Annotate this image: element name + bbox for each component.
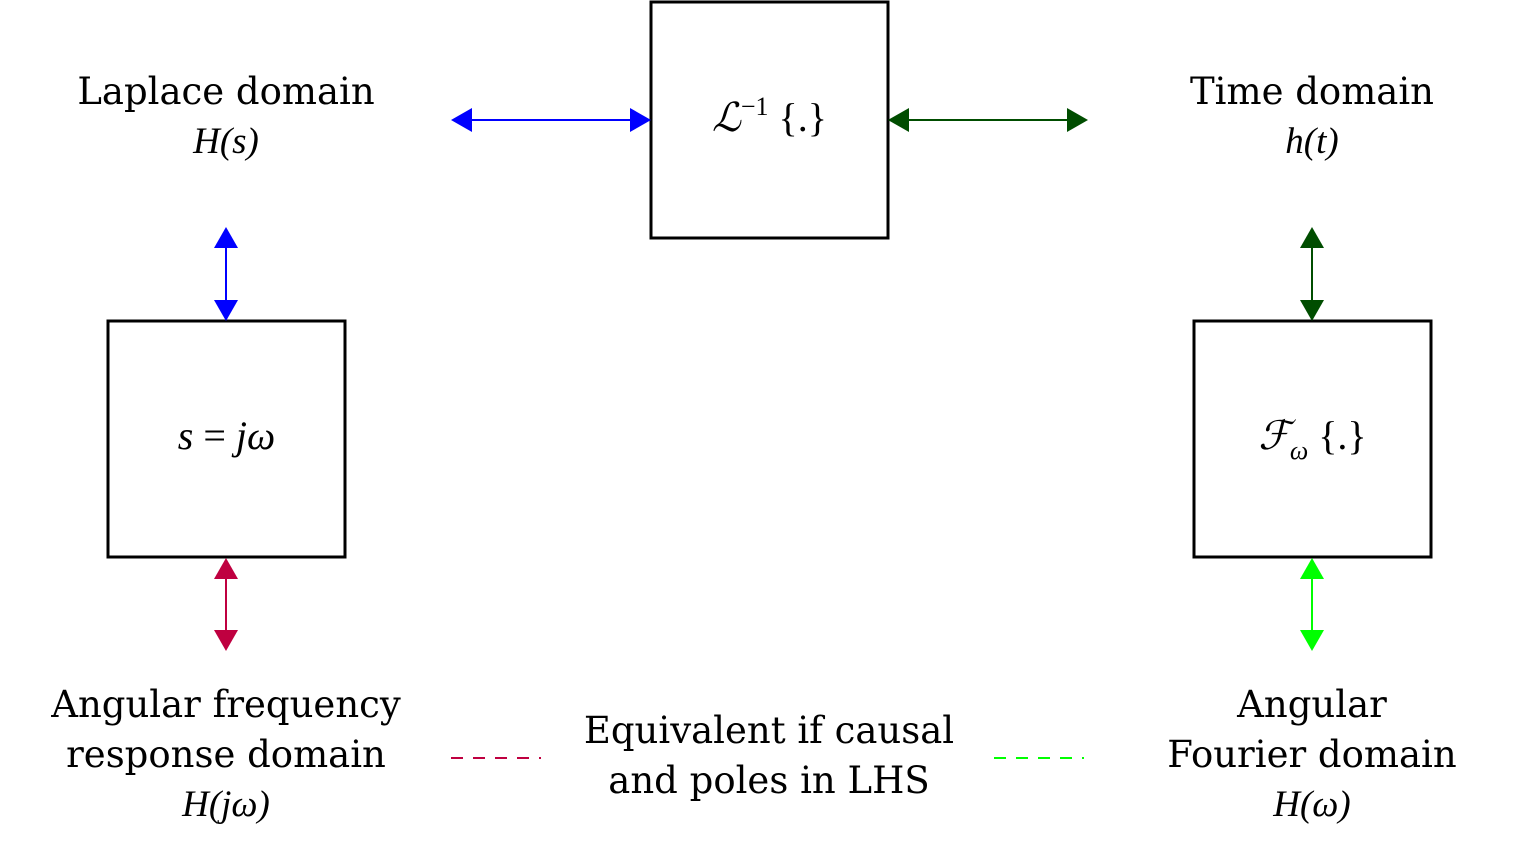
substitution-rhs: jω <box>235 413 276 458</box>
laplace-domain-label: Laplace domain H(s) <box>26 67 426 167</box>
fourier-transform-box <box>1192 319 1433 559</box>
inverse-laplace-operator: ℒ−1 {.} <box>651 92 888 141</box>
frequency-domain-label: Angular frequency response domain H(jω) <box>6 680 446 830</box>
laplace-domain-symbol: H(s) <box>193 121 259 162</box>
equivalence-line1: Equivalent if causal <box>583 709 955 752</box>
substitution-box <box>106 319 347 559</box>
frequency-domain-line2: response domain <box>66 733 386 776</box>
substitution-expression: s = jω <box>108 412 345 459</box>
laplace-script-letter: ℒ <box>712 95 741 140</box>
time-domain-label: Time domain h(t) <box>1112 67 1512 167</box>
fourier-domain-label: Angular Fourier domain H(ω) <box>1092 680 1532 830</box>
equivalence-line2: and poles in LHS <box>608 759 930 802</box>
inverse-superscript: −1 <box>740 92 769 121</box>
laplace-to-inverse-arrow <box>451 108 651 132</box>
fourier-operator: ℱω {.} <box>1194 412 1431 466</box>
time-to-fourier-arrow <box>1300 227 1324 321</box>
time-domain-title: Time domain <box>1189 70 1435 113</box>
laplace-domain-title: Laplace domain <box>77 70 375 113</box>
fourier-to-domain-arrow <box>1300 558 1324 651</box>
fourier-domain-line1: Angular <box>1237 683 1387 726</box>
laplace-to-substitution-arrow <box>214 227 238 321</box>
substitution-equals: = <box>203 413 226 458</box>
fourier-script-letter: ℱ <box>1258 413 1290 458</box>
substitution-to-frequency-arrow <box>214 558 238 651</box>
fourier-subscript: ω <box>1289 436 1309 465</box>
inverse-laplace-operand: {.} <box>778 95 827 140</box>
fourier-domain-symbol: H(ω) <box>1273 784 1351 825</box>
substitution-lhs: s <box>177 413 194 458</box>
inverse-to-time-arrow <box>888 108 1088 132</box>
fourier-domain-line2: Fourier domain <box>1167 733 1457 776</box>
equivalence-note: Equivalent if causal and poles in LHS <box>549 706 989 806</box>
fourier-operand: {.} <box>1318 413 1367 458</box>
time-domain-symbol: h(t) <box>1285 121 1339 162</box>
frequency-domain-line1: Angular frequency <box>51 683 401 726</box>
frequency-domain-symbol: H(jω) <box>182 784 270 825</box>
